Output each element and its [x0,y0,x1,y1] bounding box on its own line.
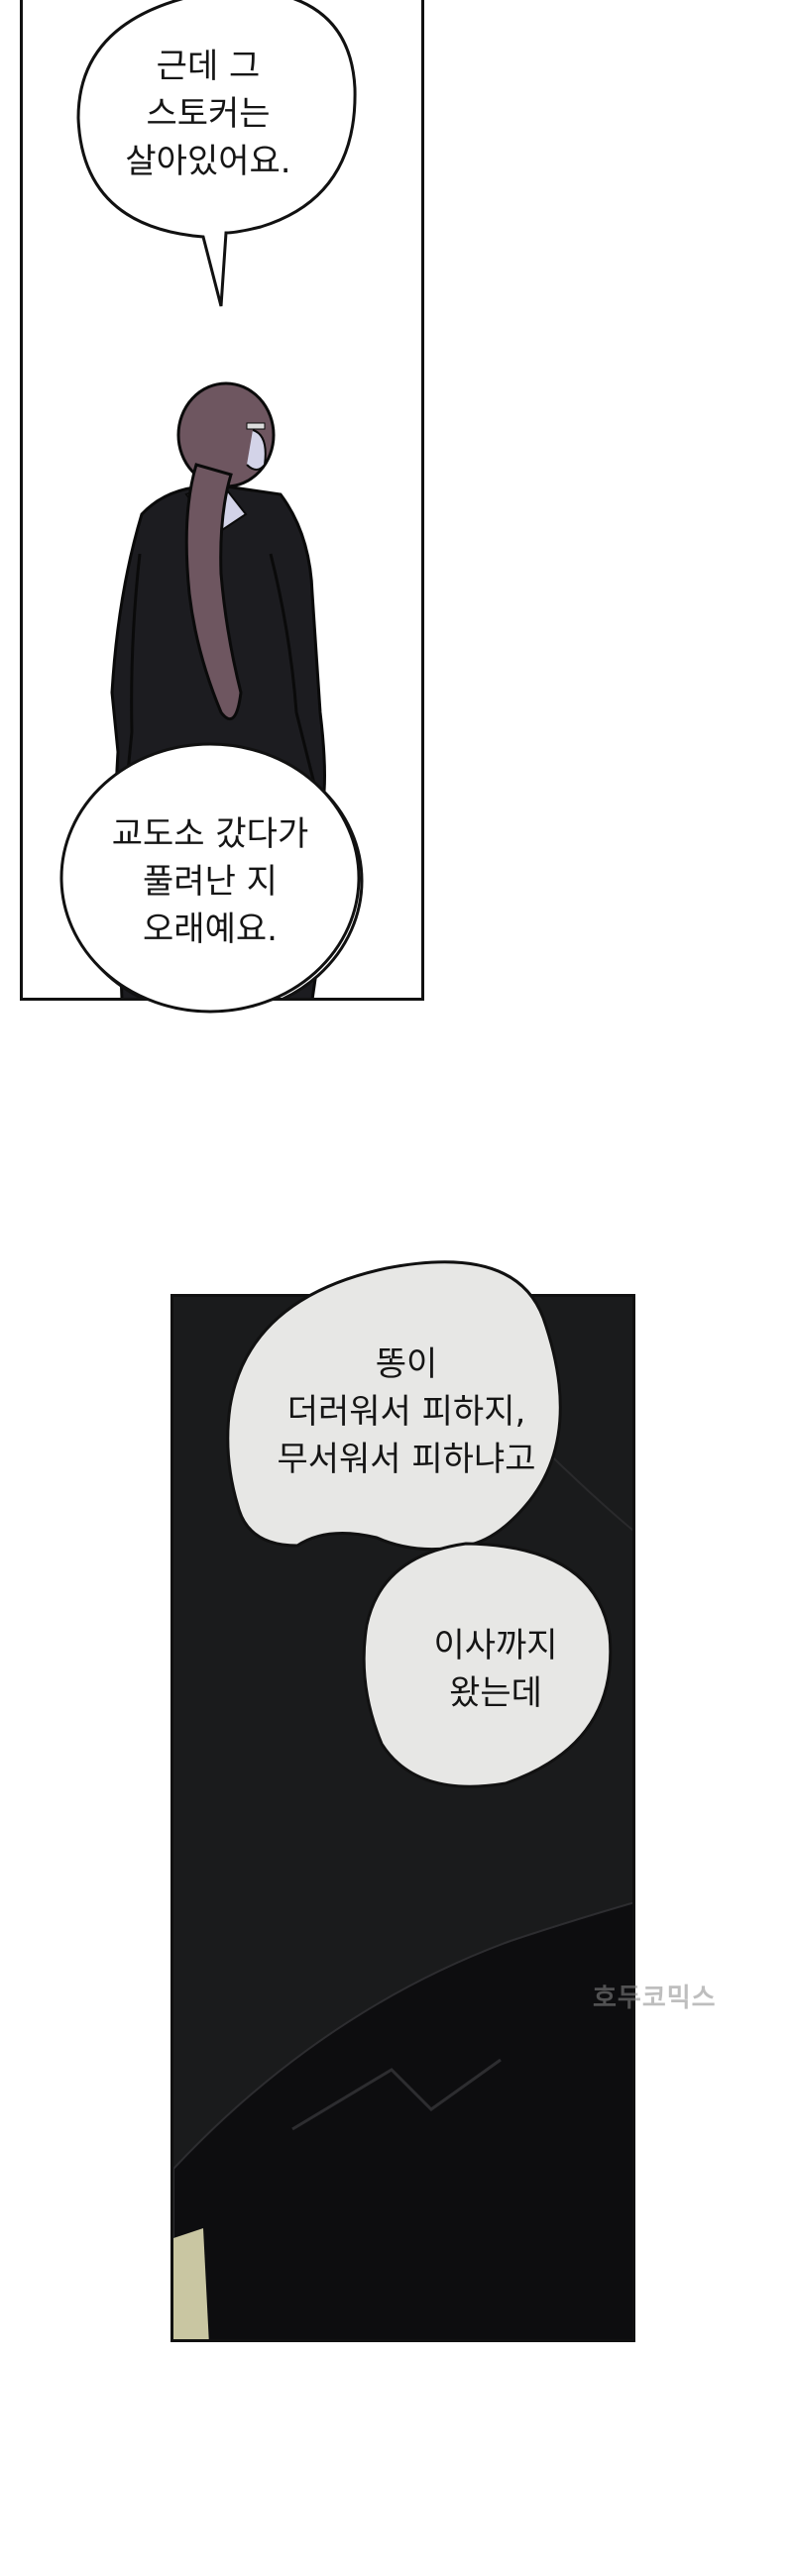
watermark: 호두코믹스 [593,1966,793,2025]
bubble-line: 무서워서 피하냐고 [277,1440,536,1479]
speech-bubble-4: 이사까지 왔는데 [387,1605,605,1734]
speech-bubble-3: 똥이 더러워서 피하지, 무서워서 피하냐고 [248,1318,565,1506]
speech-bubble-shape-1 [76,0,357,307]
bubble-line: 근데 그 [156,47,261,86]
bubble-line: 오래예요. [143,910,278,949]
bubble-line: 교도소 갔다가 [111,814,309,854]
bubble-line: 더러워서 피하지, [286,1392,526,1432]
bubble-line: 스토커는 [146,94,271,134]
bubble-line: 살아있어요. [125,142,291,181]
bubble-line: 왔는데 [449,1673,542,1713]
speech-bubble-2: 교도소 갔다가 풀려난 지 오래예요. [71,793,349,971]
bubble-line: 풀려난 지 [143,862,278,902]
bubble-line: 똥이 [375,1344,438,1384]
bubble-line: 이사까지 [433,1626,558,1665]
speech-bubble-1: 근데 그 스토커는 살아있어요. [79,20,337,208]
watermark-text: 호두코믹스 [593,1982,717,2012]
